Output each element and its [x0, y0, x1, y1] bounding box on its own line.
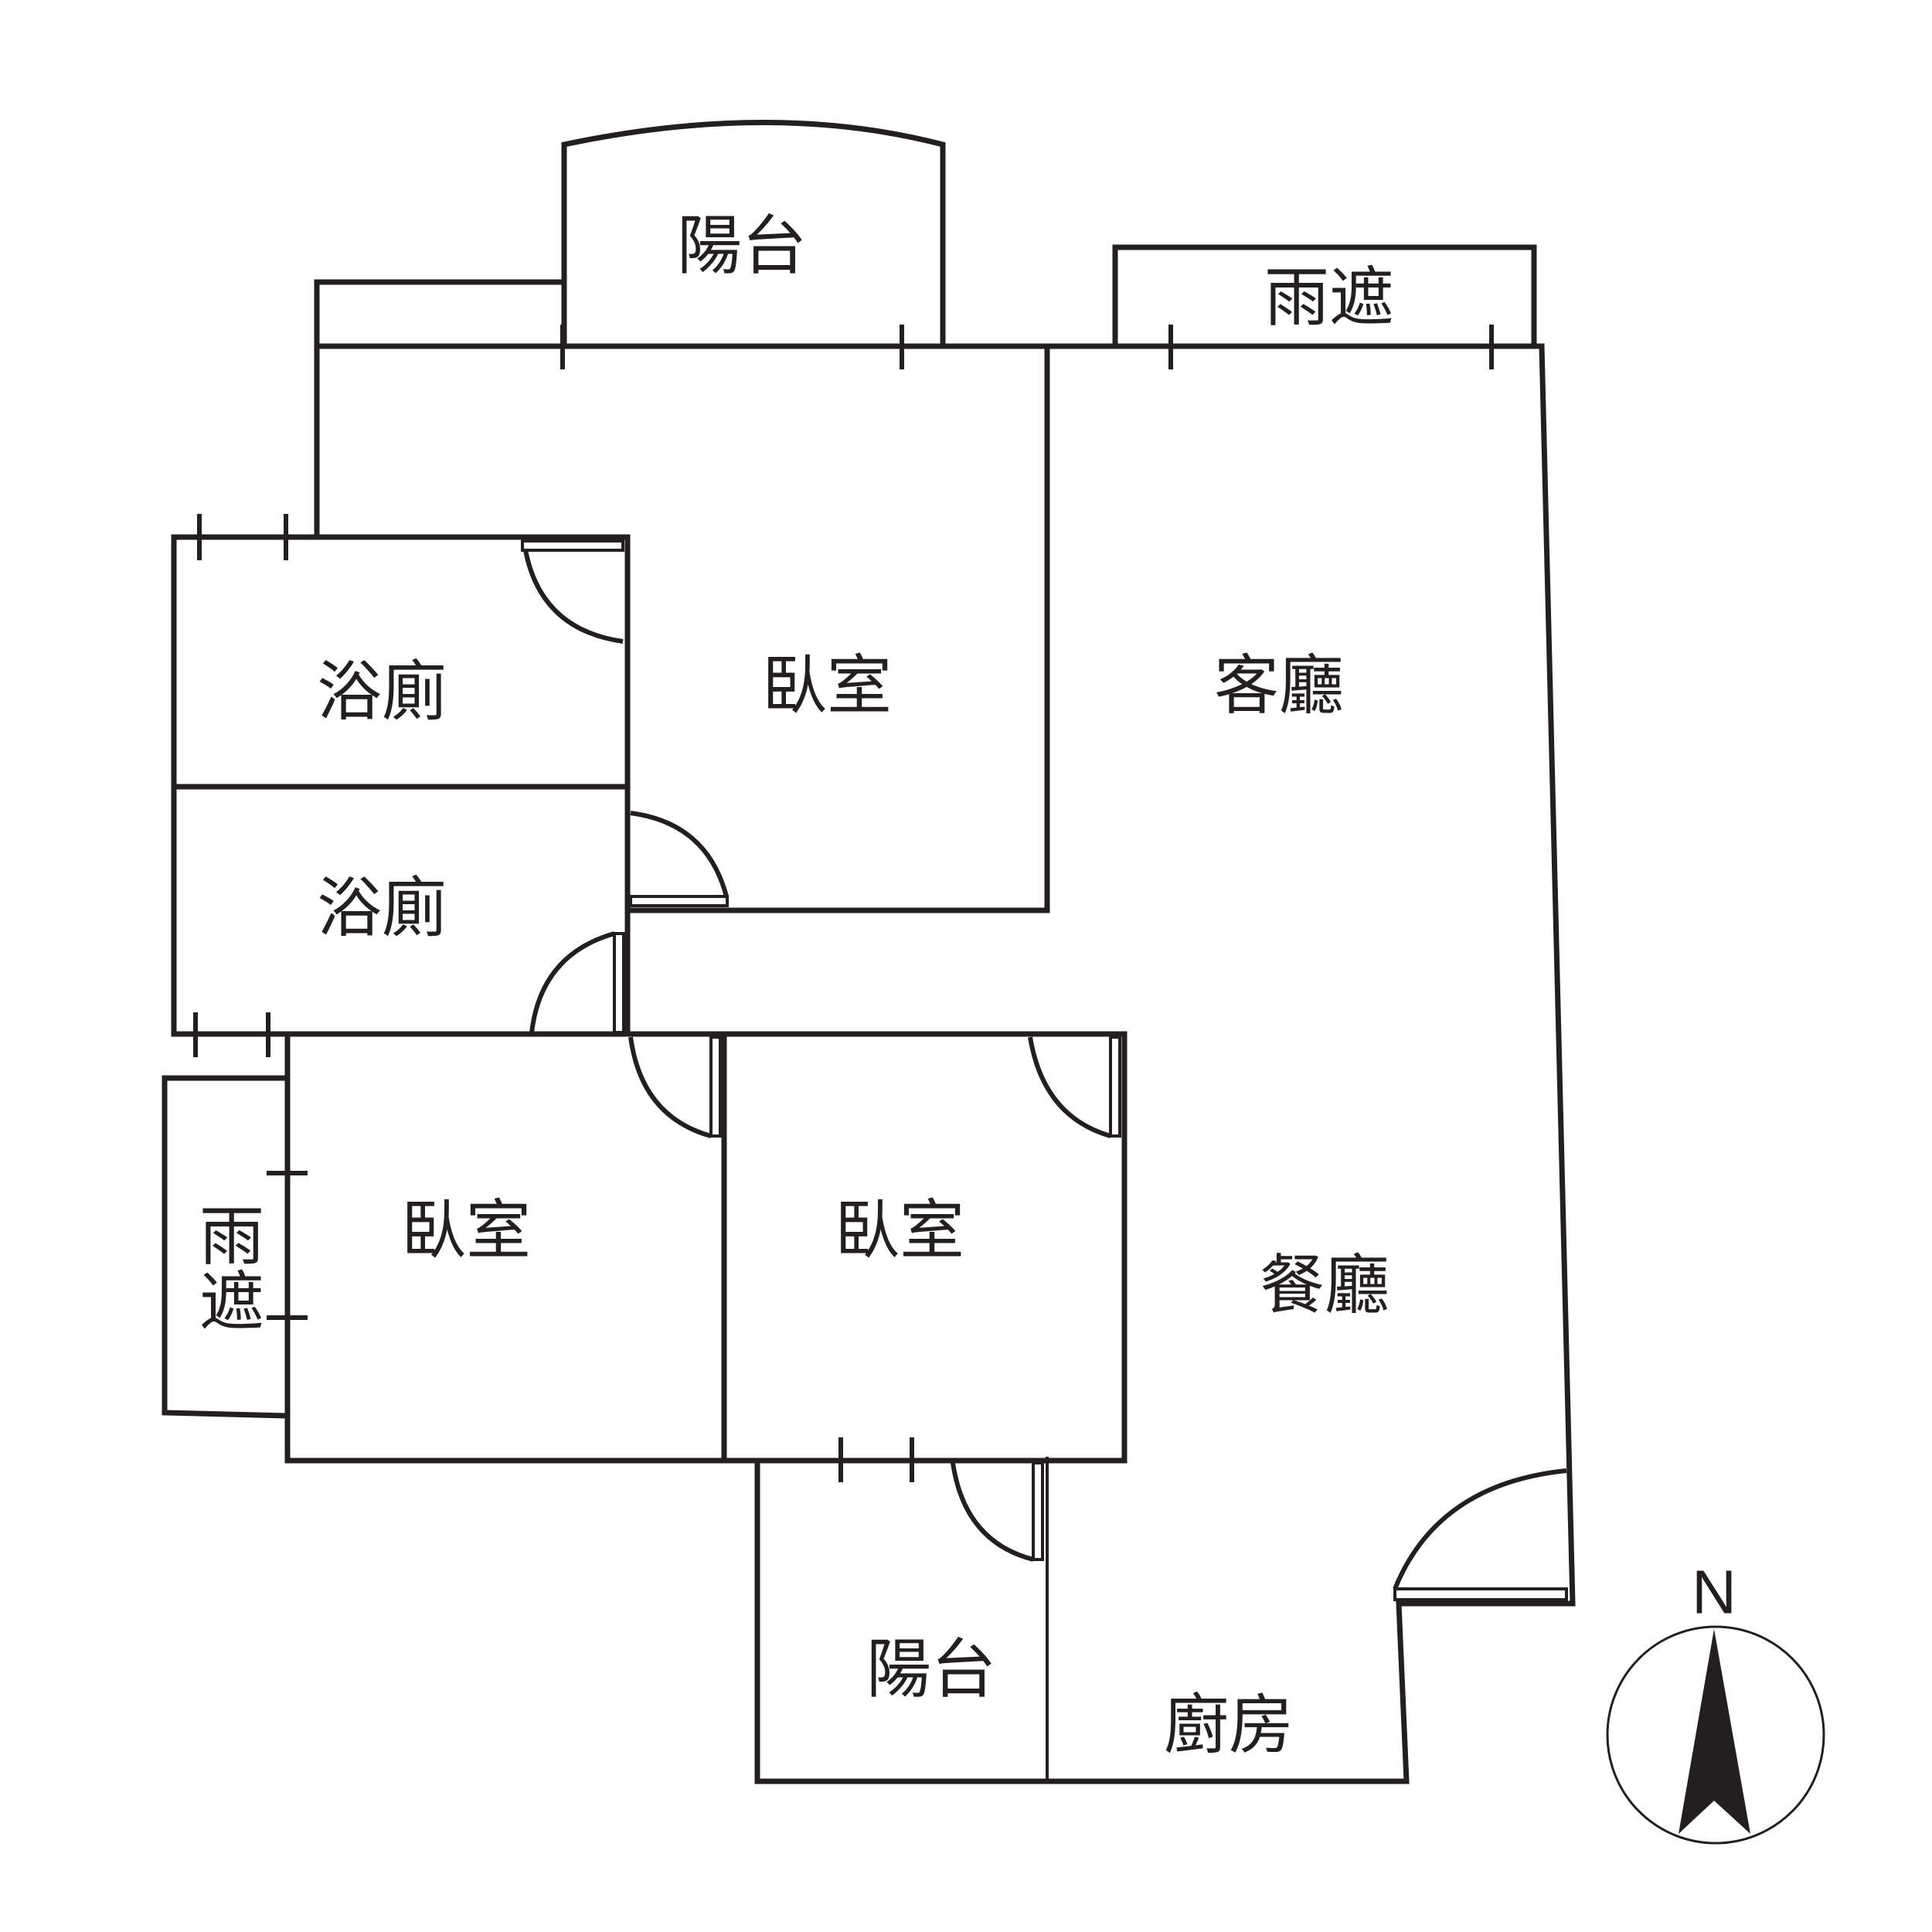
- west-canopy-outline: [162, 1075, 291, 1419]
- label-bedroom-master: 臥室: [762, 648, 892, 723]
- label-canopy-north: 雨遮: [1264, 260, 1394, 335]
- north-balcony-outline: [561, 120, 946, 347]
- label-canopy-west-2: 遮: [199, 1264, 264, 1340]
- north-canopy-outline: [1112, 244, 1537, 349]
- window-ticks: [193, 325, 1494, 1482]
- southwest-bedroom-wall: [284, 1031, 727, 1464]
- label-canopy-west-1: 雨: [199, 1199, 264, 1274]
- upper-left-wall: [314, 279, 567, 540]
- label-living-room: 客廳: [1214, 648, 1344, 723]
- label-kitchen: 廚房: [1164, 1687, 1294, 1763]
- compass-ring: [1606, 1625, 1825, 1845]
- label-balcony-north: 陽台: [677, 208, 807, 284]
- label-bedroom-south: 臥室: [835, 1192, 964, 1268]
- east-wall: [754, 343, 1576, 1784]
- room-labels: 陽台 雨遮 浴廁 臥室 客廳 浴廁 雨 遮 臥室 臥室 餐廳 陽台 廚房: [199, 208, 1394, 1763]
- compass-north-label: N: [1692, 1558, 1736, 1627]
- walls: [162, 120, 1576, 1784]
- label-bathroom-upper: 浴廁: [317, 654, 447, 730]
- label-balcony-south: 陽台: [866, 1631, 996, 1707]
- label-bathroom-lower: 浴廁: [317, 870, 447, 946]
- north-arrow-icon: [1679, 1629, 1750, 1834]
- label-bedroom-southwest: 臥室: [401, 1192, 531, 1268]
- compass: N: [1606, 1558, 1825, 1845]
- master-bedroom-wall: [624, 343, 1050, 913]
- label-dining-room: 餐廳: [1260, 1247, 1389, 1323]
- south-bedroom-wall: [624, 1031, 1128, 1464]
- doors: [521, 539, 1568, 1601]
